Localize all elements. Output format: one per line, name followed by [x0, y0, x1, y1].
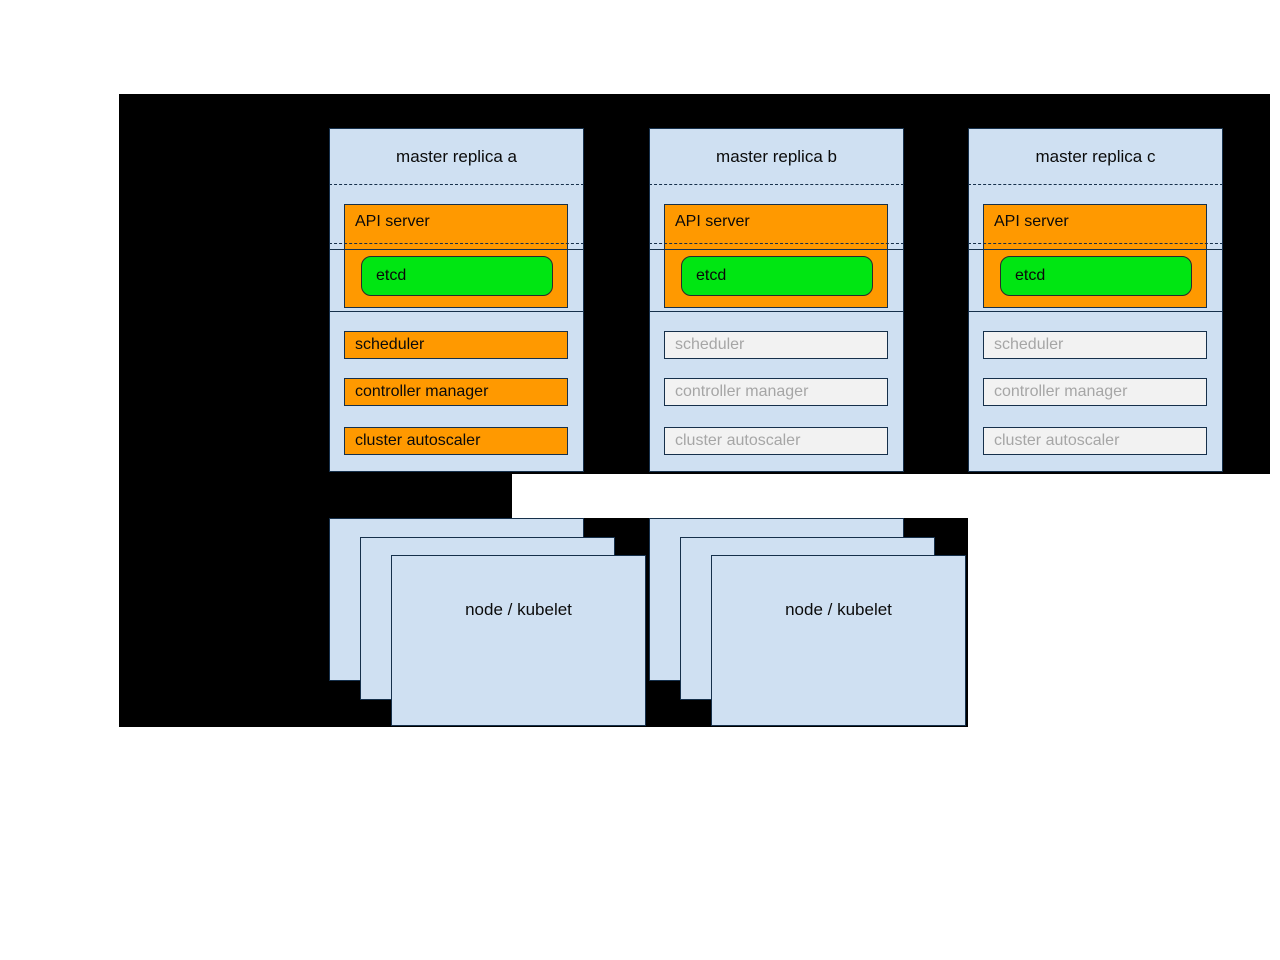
master-replica-c-cluster-autoscaler[interactable]: cluster autoscaler [983, 427, 1207, 455]
master-replica-b-etcd[interactable]: etcd [681, 256, 873, 296]
master-replica-a-scheduler[interactable]: scheduler [344, 331, 568, 359]
node-group-2-stack-front[interactable]: node / kubelet [711, 555, 966, 726]
master-replica-c-scheduler[interactable]: scheduler [983, 331, 1207, 359]
master-replica-a-controller-manager[interactable]: controller manager [344, 378, 568, 406]
master-replica-c-etcd[interactable]: etcd [1000, 256, 1192, 296]
master-replica-c-api-server-label: API server [994, 213, 1069, 230]
replica-a-rule-mid [329, 249, 584, 250]
replica-c-rule-mid [968, 249, 1223, 250]
node-group-1-stack-front[interactable]: node / kubelet [391, 555, 646, 726]
master-replica-b-title: master replica b [716, 147, 837, 166]
replica-a-rule-bottom [329, 311, 584, 312]
master-replica-a-api-server-label: API server [355, 213, 430, 230]
replica-c-divider-mid [968, 243, 1223, 244]
replica-a-divider-top [329, 184, 584, 185]
replica-b-divider-mid [649, 243, 904, 244]
replica-b-rule-mid [649, 249, 904, 250]
replica-a-divider-mid [329, 243, 584, 244]
master-replica-c-title: master replica c [1035, 147, 1156, 166]
replica-c-divider-top [968, 184, 1223, 185]
node-group-1-label: node / kubelet [465, 600, 572, 619]
master-replica-a-title: master replica a [396, 147, 517, 166]
backdrop-left-block [119, 474, 512, 518]
replica-b-rule-bottom [649, 311, 904, 312]
replica-b-divider-top [649, 184, 904, 185]
master-replica-b-api-server-label: API server [675, 213, 750, 230]
master-replica-a-etcd[interactable]: etcd [361, 256, 553, 296]
node-group-2-label: node / kubelet [785, 600, 892, 619]
master-replica-b-cluster-autoscaler[interactable]: cluster autoscaler [664, 427, 888, 455]
replica-c-rule-bottom [968, 311, 1223, 312]
master-replica-b-controller-manager[interactable]: controller manager [664, 378, 888, 406]
master-replica-b-scheduler[interactable]: scheduler [664, 331, 888, 359]
master-replica-a-cluster-autoscaler[interactable]: cluster autoscaler [344, 427, 568, 455]
master-replica-c-controller-manager[interactable]: controller manager [983, 378, 1207, 406]
